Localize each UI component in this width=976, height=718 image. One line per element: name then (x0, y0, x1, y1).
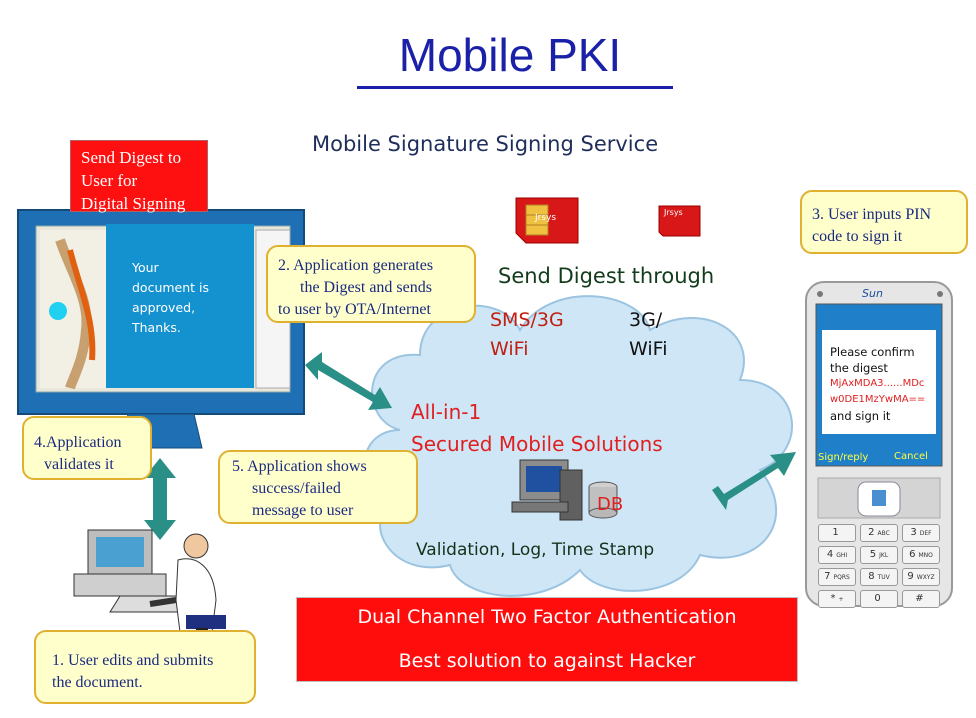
phone-key-letters: DEF (919, 530, 932, 537)
user-at-computer-icon (73, 529, 226, 638)
phone-brand-logo: Sun (862, 287, 883, 300)
phone-key[interactable]: # (902, 590, 940, 608)
phone-key-letters: TUV (877, 574, 890, 581)
callout-line: success/failed (252, 480, 341, 497)
phone-key[interactable]: 1 (818, 524, 856, 542)
arrow-monitor-cloud (305, 352, 392, 410)
microsd-brand-label: Jrsys (664, 208, 683, 217)
monitor-message-line: document is (132, 280, 210, 295)
phone-key[interactable]: *+ (818, 590, 856, 608)
sim-brand-label: Jrsys (535, 213, 557, 223)
callout-line: to user by OTA/Internet (278, 301, 431, 318)
callout-step-3: 3. User inputs PIN code to sign it (800, 190, 968, 254)
phone-key-digit: # (915, 593, 924, 604)
monitor-message-line: Thanks. (132, 320, 181, 335)
phone-key-digit: 9 (907, 571, 914, 582)
phone-softkey-right[interactable]: Cancel (894, 451, 928, 462)
page-title: Mobile PKI (398, 29, 622, 81)
sim-card-icon (515, 197, 579, 244)
phone-key-letters: + (838, 596, 844, 603)
arrow-cloud-phone (712, 452, 796, 510)
channel-3g-wifi: 3G/ WiFi (629, 306, 667, 364)
bottom-banner-line-1: Dual Channel Two Factor Authentication (357, 606, 737, 628)
phone-key-letters: WXYZ (916, 574, 935, 581)
channel-line: WiFi (629, 338, 668, 360)
cloud-services-label: Validation, Log, Time Stamp (416, 540, 655, 560)
callout-step-2: 2. Application generates the Digest and … (266, 245, 476, 323)
callout-line: validates it (44, 456, 114, 473)
callout-line: 5. Application shows (232, 458, 367, 475)
phone-digest-line: w0DE1MzYwMA== (830, 394, 926, 405)
phone-screen-line: and sign it (830, 409, 891, 423)
subtitle: Mobile Signature Signing Service (312, 132, 659, 156)
callout-line: 3. User inputs PIN (812, 206, 932, 223)
phone-key-digit: 5 (869, 549, 877, 560)
phone-key-digit: 6 (909, 549, 916, 560)
monitor-message-line: Your (132, 260, 159, 275)
monitor-message-panel: Your document is approved, Thanks. (106, 224, 254, 388)
arrow-monitor-user (144, 458, 176, 540)
phone-key-letters: MNO (918, 552, 933, 559)
send-digest-box: Send Digest to User for Digital Signing (70, 140, 208, 213)
phone-softkey-left[interactable]: Sign/reply (818, 452, 869, 463)
phone-key-digit: * (830, 593, 836, 604)
microsd-card-icon (658, 205, 701, 237)
cloud-shape (364, 295, 794, 597)
db-label: DB (597, 494, 624, 515)
send-digest-line: User for (81, 171, 138, 190)
phone-key-digit: 7 (824, 571, 831, 582)
phone-key-letters: PQRS (833, 574, 850, 581)
phone-screen-message: Please confirm the digest MjAxMDA3......… (830, 344, 925, 424)
monitor-message-line: approved, (132, 300, 196, 315)
cloud-title-line-2: Secured Mobile Solutions (411, 432, 663, 456)
title-underline (357, 86, 673, 89)
phone-key-digit: 0 (874, 593, 881, 604)
phone-key-digit: 8 (868, 571, 875, 582)
callout-step-4: 4.Application validates it (22, 416, 152, 480)
channel-line: 3G/ (629, 309, 663, 331)
bottom-banner-line-2: Best solution to against Hacker (398, 650, 696, 672)
phone-digest-line: MjAxMDA3......MDc (830, 378, 925, 389)
channel-sms-3g: SMS/3G WiFi (490, 306, 564, 364)
server-icon (511, 459, 583, 521)
channel-line: SMS/3G (490, 309, 564, 331)
phone-key-digit: 3 (910, 527, 917, 538)
phone-key[interactable]: 0 (860, 590, 898, 608)
callout-step-1: 1. User edits and submits the document. (34, 630, 256, 704)
phone-screen-line: Please confirm (830, 345, 915, 359)
phone-key-digit: 4 (826, 549, 834, 560)
send-digest-through-label: Send Digest through (498, 264, 715, 288)
phone-key-letters: ABC (877, 530, 890, 537)
callout-line: 2. Application generates (278, 257, 434, 274)
callout-line: message to user (252, 502, 354, 519)
channel-line: WiFi (490, 338, 529, 360)
callout-line: the document. (52, 674, 143, 691)
phone-key-digit: 2 (868, 527, 875, 538)
callout-line: the Digest and sends (300, 279, 432, 296)
phone-key-digit: 1 (832, 527, 839, 538)
callout-step-5: 5. Application shows success/failed mess… (218, 450, 418, 524)
db-icon (588, 481, 618, 519)
callout-line: 1. User edits and submits (52, 652, 214, 669)
cloud-title-line-1: All-in-1 (411, 400, 482, 424)
send-digest-line: Send Digest to (81, 148, 182, 167)
phone-screen-line: the digest (830, 361, 888, 375)
callout-line: 4.Application (34, 434, 122, 451)
phone-key-letters: GHI (836, 552, 848, 559)
send-digest-line: Digital Signing (81, 194, 186, 213)
callout-line: code to sign it (812, 228, 903, 245)
bottom-banner: Dual Channel Two Factor Authentication B… (296, 597, 798, 682)
phone-key-letters: JKL (879, 552, 889, 559)
